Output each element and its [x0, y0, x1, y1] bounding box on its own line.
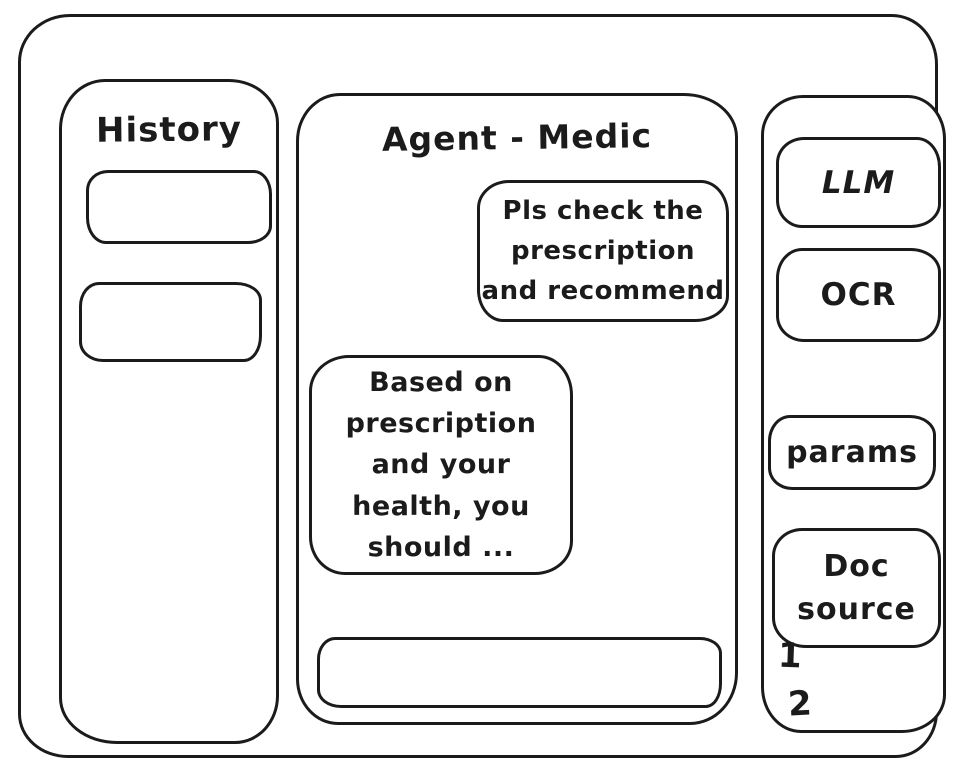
chat-input[interactable]	[317, 637, 722, 708]
history-item-1[interactable]	[86, 170, 272, 244]
app-window-frame: History Agent - Medic Pls check the pres…	[18, 14, 946, 758]
llm-button[interactable]: LLM	[776, 137, 941, 228]
user-message-bubble: Pls check the prescription and recommend	[477, 180, 729, 322]
chat-panel: Agent - Medic Pls check the prescription…	[296, 93, 738, 725]
annotation-number-1: 1	[777, 635, 803, 677]
agent-message-bubble: Based on prescription and your health, y…	[309, 355, 573, 575]
history-panel: History	[59, 79, 279, 744]
doc-source-button[interactable]: Doc source	[772, 528, 941, 648]
history-title: History	[95, 109, 243, 151]
tools-panel: LLM OCR params Doc source 1 2	[761, 95, 946, 733]
chat-title: Agent - Medic	[381, 116, 653, 159]
history-item-2[interactable]	[79, 282, 262, 362]
ocr-button[interactable]: OCR	[776, 248, 941, 342]
annotation-number-2: 2	[786, 683, 813, 725]
params-button[interactable]: params	[768, 415, 936, 490]
